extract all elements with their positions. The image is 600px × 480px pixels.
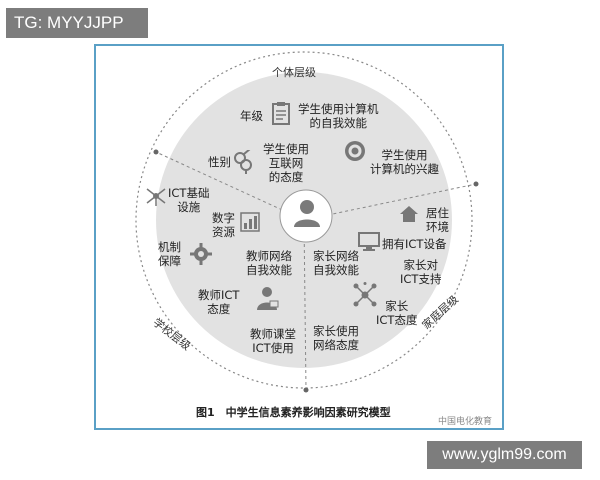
person-icon — [294, 200, 320, 227]
factor-digital-resources: 数字 资源 — [212, 211, 235, 239]
factor-residence: 居住 环境 — [426, 206, 449, 234]
factor-parent-ict-support: 家长对 ICT支持 — [400, 258, 442, 286]
top-watermark: TG: MYYJJPP — [6, 8, 148, 38]
factor-teacher-net-efficacy: 教师网络 自我效能 — [246, 249, 292, 277]
factor-parent-net-attitude: 家长使用 网络态度 — [313, 324, 359, 352]
molecule-icon — [353, 282, 377, 307]
center-circle — [279, 189, 333, 243]
factor-teacher-class-ict: 教师课堂 ICT使用 — [250, 327, 296, 355]
factor-grade: 年级 — [240, 109, 263, 123]
divider-right — [303, 183, 477, 221]
source-watermark: 中国电化教育 — [438, 417, 493, 427]
network-icon — [146, 188, 166, 206]
factor-computer-interest: 学生使用 计算机的兴趣 — [370, 148, 439, 176]
gear-icon — [190, 243, 212, 265]
gender-icon — [234, 150, 252, 174]
factor-teacher-ict-attitude: 教师ICT 态度 — [198, 288, 240, 316]
target-icon — [345, 141, 365, 161]
factor-internet-attitude: 学生使用 互联网 的态度 — [263, 142, 309, 184]
teacher-icon — [257, 287, 279, 310]
clipboard-icon — [272, 102, 290, 125]
level-individual: 个体层级 — [272, 66, 316, 79]
factor-own-ict: 拥有ICT设备 — [382, 237, 447, 251]
factor-mechanism: 机制 保障 — [158, 240, 181, 268]
house-icon — [400, 206, 418, 222]
bottom-watermark: www.yglm99.com — [427, 441, 582, 469]
monitor-icon — [358, 232, 380, 251]
factor-parent-net-efficacy: 家长网络 自我效能 — [313, 249, 359, 277]
factor-ict-infrastructure: ICT基础 设施 — [168, 186, 210, 214]
chart-icon — [240, 212, 260, 232]
figure-caption: 图1 中学生信息素养影响因素研究模型 — [196, 406, 391, 419]
factor-parent-ict-attitude: 家长 ICT态度 — [376, 299, 418, 327]
factor-gender: 性别 — [208, 155, 231, 169]
factor-self-efficacy-computer: 学生使用计算机 的自我效能 — [298, 102, 379, 130]
divider-bottom — [303, 219, 307, 391]
